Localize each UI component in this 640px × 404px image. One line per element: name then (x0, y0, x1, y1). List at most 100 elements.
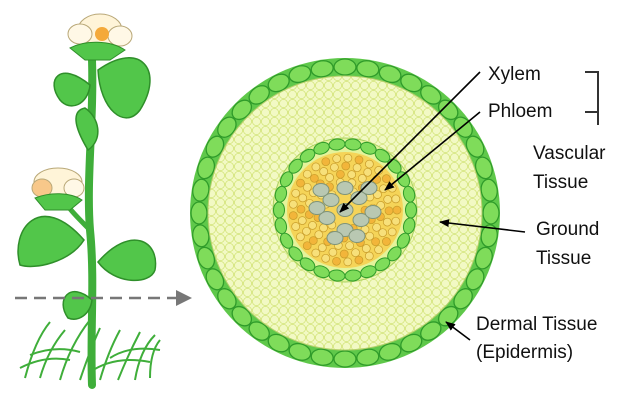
phloem-cell (319, 167, 329, 176)
epidermis-cell (231, 305, 253, 327)
phloem-cell (328, 247, 338, 257)
phloem-cell (383, 195, 393, 204)
pointer-lines (339, 71, 526, 341)
epidermis-cell (378, 342, 402, 361)
phloem-cell (296, 178, 305, 188)
vascular-bracket-icon (585, 71, 599, 125)
phloem-cell (302, 241, 312, 251)
phloem-cell (384, 206, 394, 216)
epidermis-cell (356, 60, 380, 78)
epidermis-cell (310, 60, 334, 78)
xylem-cell (360, 181, 378, 195)
phloem-cell (382, 217, 392, 227)
epidermis-cell (400, 333, 423, 353)
phloem-cell (288, 199, 298, 209)
phloem-cell (321, 253, 331, 263)
phloem-cell (382, 174, 391, 183)
phloem-cell (302, 169, 312, 179)
vascular-ring-cell (402, 185, 416, 203)
epidermis-cell (378, 65, 402, 84)
epidermis-cell (205, 135, 225, 158)
phloem-cell (391, 194, 401, 204)
epidermis-cell (437, 99, 459, 121)
epidermis-cell (190, 201, 208, 225)
plant-stem (84, 56, 97, 389)
epidermis-cell (465, 135, 485, 158)
epidermis-cell (192, 178, 210, 202)
phloem-cell (352, 163, 362, 173)
phloem-cell (345, 241, 354, 251)
dermal-tissue-label-line2: (Epidermis) (476, 342, 573, 363)
phloem-cell (291, 188, 301, 198)
epidermis-cell (197, 246, 216, 270)
epidermis-cell (288, 342, 312, 361)
xylem-cell (336, 203, 354, 217)
epidermis-cell (205, 268, 225, 291)
phloem-cell (392, 205, 402, 215)
xylem-label: Xylem (488, 64, 541, 85)
epidermis-cell (217, 288, 237, 310)
phloem-label: Phloem (488, 101, 552, 122)
phloem-cell (310, 173, 319, 183)
xylem-cell (326, 231, 344, 245)
epidermis-cell (231, 99, 253, 121)
phloem-cell (298, 193, 308, 203)
phloem-cell (314, 230, 324, 240)
phloem-pointer (384, 111, 481, 191)
flower-lower (31, 167, 85, 211)
epidermis-cell (474, 246, 493, 270)
phloem-cell (382, 237, 391, 246)
phloem-cell (311, 162, 321, 172)
epidermis-cell (400, 73, 423, 93)
phloem-cell (347, 170, 357, 179)
phloem-cell (343, 257, 353, 267)
xylem-cell (364, 205, 382, 219)
ground-tissue-label-line2: Tissue (536, 248, 591, 269)
xylem-cell (348, 229, 366, 243)
epidermis-cell (356, 348, 380, 366)
flower-top (67, 13, 133, 61)
dermal-tissue-label-line1: Dermal Tissue (476, 314, 597, 335)
phloem-cell (311, 248, 321, 258)
phloem-cell (372, 222, 381, 232)
vascular-tissue-label-line2: Tissue (533, 172, 588, 193)
epidermis-cell (482, 201, 500, 225)
epidermis-cell (197, 156, 216, 180)
phloem-cell (354, 155, 364, 165)
vascular-ring-cells (273, 138, 417, 282)
phloem-cell (297, 216, 307, 225)
phloem-cell (302, 182, 312, 192)
phloem-cell (371, 237, 380, 247)
phloem-cell (317, 243, 327, 253)
phloem-cell (363, 167, 373, 177)
epidermis-cell (248, 85, 270, 105)
phloem-cell (339, 249, 349, 259)
xylem-cell (350, 191, 368, 205)
epidermis-cell (267, 333, 290, 353)
leaf-lower-right (97, 239, 157, 282)
phloem-cell (374, 245, 383, 255)
xylem-cell (336, 181, 354, 195)
vascular-ring-cell (273, 201, 285, 219)
leaf-lower-left (17, 215, 85, 268)
phloem-cell (321, 157, 331, 167)
phloem-cell (336, 169, 345, 179)
epidermis-cell (192, 224, 210, 248)
phloem-cell (296, 204, 306, 214)
epidermis-cell (248, 321, 270, 341)
vascular-tissue-label-line1: Vascular (533, 143, 606, 164)
phloem-cell (387, 227, 397, 237)
phloem-cell (332, 256, 341, 266)
phloem-cell (325, 173, 334, 182)
ground-tissue-label-line1: Ground (536, 219, 599, 240)
phloem-cell (302, 226, 311, 236)
phloem-cell (308, 221, 317, 230)
phloem-cell (343, 153, 353, 163)
ground-pointer (439, 219, 526, 233)
epidermis-cell (310, 348, 334, 366)
stem-cross-section (190, 58, 500, 368)
epidermis-cell (465, 268, 485, 291)
phloem-cell (291, 222, 301, 231)
epidermis-cell (453, 288, 473, 310)
